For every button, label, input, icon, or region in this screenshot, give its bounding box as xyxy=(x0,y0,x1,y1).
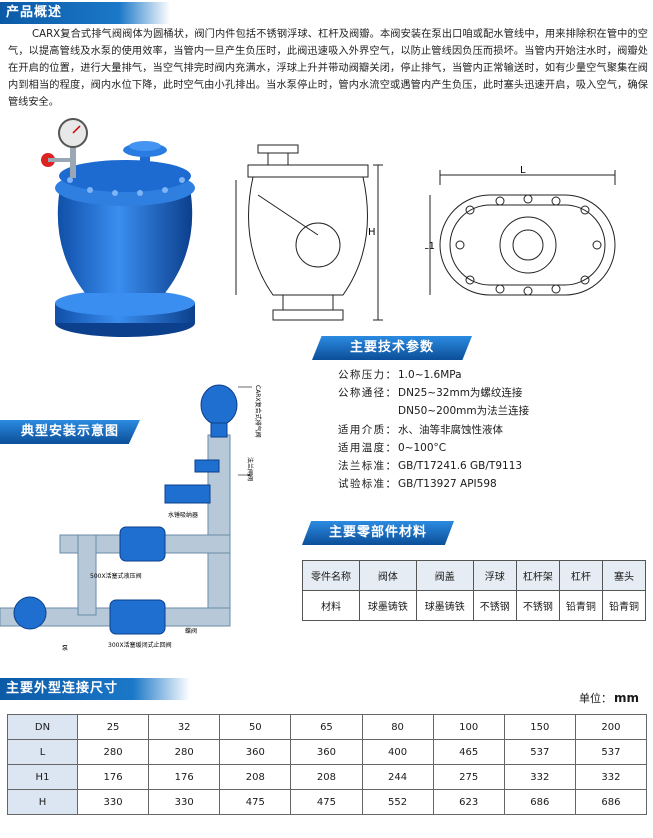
label-gate: 法兰闸阀 xyxy=(246,457,254,481)
dim-h-label: H xyxy=(368,227,376,238)
materials-title: 主要零部件材料 xyxy=(302,521,454,545)
install-diagram: CARX复合式排气阀 法兰闸阀 水锤吸纳器 500X活塞式液压阀 300X活塞缓… xyxy=(0,384,262,652)
label-pump: 泵 xyxy=(62,645,68,652)
unit-label: 单位：mm xyxy=(578,691,639,705)
table-row: 材料球墨铸铁球墨铸铁不锈钢不锈钢铅青铜铅青铜 xyxy=(302,590,647,621)
dim-l1-label: L1 xyxy=(425,241,435,252)
label-check: 300X活塞缓闭式止回阀 xyxy=(108,641,172,649)
specs-title: 主要技术参数 xyxy=(312,336,472,360)
overview-text: CARX复合式排气阀阀体为圆桶状，阀门内件包括不锈钢浮球、杠杆及阀瓣。本阀安装在… xyxy=(8,29,648,108)
label-collector: 水锤吸纳器 xyxy=(168,511,198,519)
table-row: 零件名称阀体阀盖浮球杠杆架杠杆塞头 xyxy=(302,560,647,591)
valve-photo xyxy=(41,118,195,337)
materials-table: 零件名称阀体阀盖浮球杠杆架杠杆塞头 材料球墨铸铁球墨铸铁不锈钢不锈钢铅青铜铅青铜 xyxy=(302,560,647,621)
overview-title: 产品概述 xyxy=(0,2,170,24)
dimensions-title: 主要外型连接尺寸 xyxy=(0,678,190,700)
specs-list: 公称压力：1.0~1.6MPa 公称通径：DN25~32mm为螺纹连接 DN50… xyxy=(338,369,530,491)
install-title: 典型安装示意图 xyxy=(0,420,140,444)
plan-drawing: L L1 xyxy=(425,165,616,296)
label-valve: CARX复合式排气阀 xyxy=(254,385,262,438)
label-control: 500X活塞式液压阀 xyxy=(90,572,142,580)
label-butterfly: 蝶阀 xyxy=(185,627,197,635)
section-drawing: H xyxy=(235,144,383,321)
dim-l-label: L xyxy=(520,165,526,176)
